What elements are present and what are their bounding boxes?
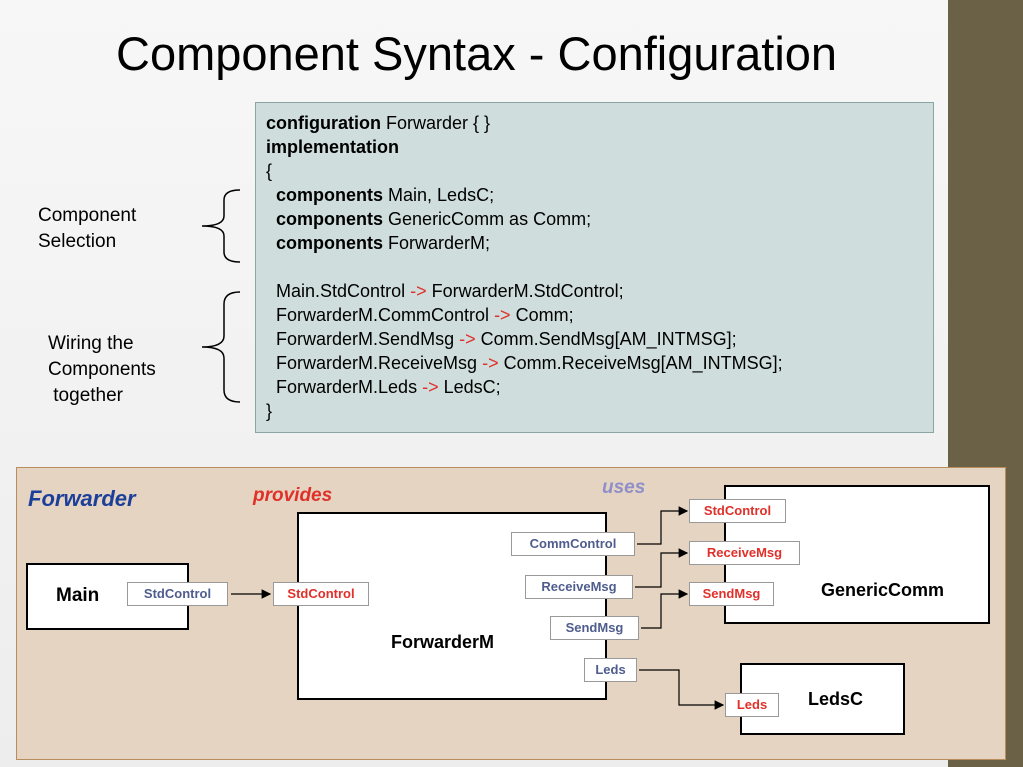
wire-commcontrol xyxy=(637,506,689,545)
main-stdcontrol-interface: StdControl xyxy=(127,582,228,606)
component-selection-label: Component Selection xyxy=(38,205,137,252)
code-line: ForwarderM.Leds -> LedsC; xyxy=(276,377,501,397)
code-line: components ForwarderM; xyxy=(276,233,491,253)
wire-leds xyxy=(639,669,725,710)
wiring-brace xyxy=(201,291,241,403)
slide-title: Component Syntax - Configuration xyxy=(116,27,838,80)
code-line: Main.StdControl -> ForwarderM.StdControl… xyxy=(276,281,624,301)
wiring-label: Wiring the Components together xyxy=(48,333,156,406)
genericcomm-stdcontrol-interface: StdControl xyxy=(689,499,786,523)
forwarder-diagram: Forwarder provides uses Main ForwarderM … xyxy=(16,467,1006,760)
component-genericcomm-label: GenericComm xyxy=(821,580,945,600)
code-line: components GenericComm as Comm; xyxy=(276,209,592,229)
forwarderm-stdcontrol-interface: StdControl xyxy=(273,582,369,606)
code-line: ForwarderM.ReceiveMsg -> Comm.ReceiveMsg… xyxy=(276,353,783,373)
code-line: } xyxy=(266,401,273,421)
genericcomm-receivemsg-interface: ReceiveMsg xyxy=(689,541,800,565)
code-line: { xyxy=(266,161,273,181)
wire-receivemsg xyxy=(635,548,689,588)
forwarderm-receivemsg-interface: ReceiveMsg xyxy=(525,575,633,599)
ledsc-leds-interface: Leds xyxy=(725,693,779,717)
forwarderm-commcontrol-interface: CommControl xyxy=(511,532,635,556)
diagram-title: Forwarder xyxy=(28,486,136,511)
provides-label: provides xyxy=(253,485,333,506)
component-ledsc-label: LedsC xyxy=(808,689,864,709)
code-line: ForwarderM.SendMsg -> Comm.SendMsg[AM_IN… xyxy=(276,329,737,349)
uses-label: uses xyxy=(602,477,646,498)
code-line: configuration Forwarder { } xyxy=(266,113,491,133)
code-line xyxy=(266,255,923,279)
code-line: ForwarderM.CommControl -> Comm; xyxy=(276,305,574,325)
forwarderm-leds-interface: Leds xyxy=(584,658,637,682)
component-forwarderm-label: ForwarderM xyxy=(391,632,495,652)
code-line: components Main, LedsC; xyxy=(276,185,495,205)
code-line: implementation xyxy=(266,137,400,157)
component-main-label: Main xyxy=(56,585,100,606)
wires xyxy=(231,506,725,710)
code-box: configuration Forwarder { } implementati… xyxy=(255,102,934,433)
selection-brace xyxy=(201,189,241,263)
forwarderm-sendmsg-interface: SendMsg xyxy=(550,616,639,640)
genericcomm-sendmsg-interface: SendMsg xyxy=(689,582,774,606)
component-main: Main xyxy=(26,563,189,630)
wire-sendmsg xyxy=(641,589,689,629)
